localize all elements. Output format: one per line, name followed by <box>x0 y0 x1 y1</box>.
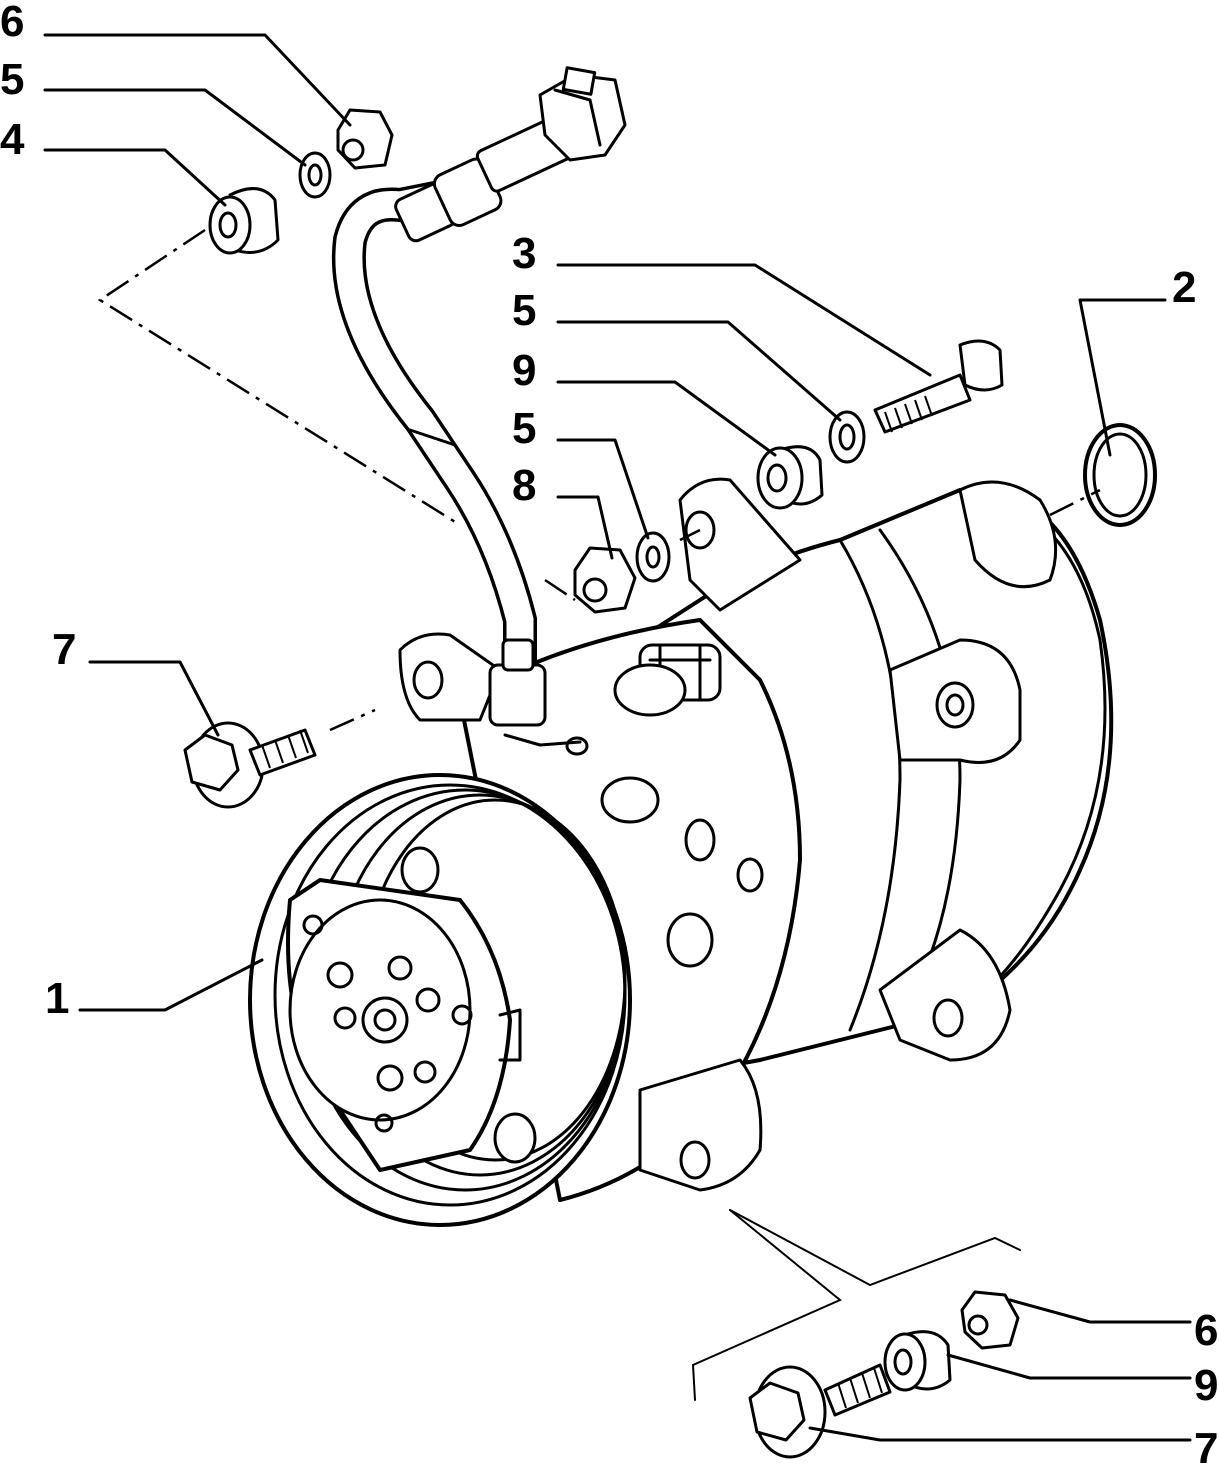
part-washer-5-top <box>298 151 332 199</box>
compressor-body <box>398 477 1114 1202</box>
pulley-clutch <box>248 773 632 1227</box>
callout-5-mid: 5 <box>512 286 536 335</box>
callout-1: 1 <box>45 974 69 1023</box>
part-oring-2 <box>1083 423 1157 527</box>
hose-assembly <box>331 66 627 756</box>
callout-4: 4 <box>0 115 25 164</box>
assembly-lines <box>97 228 1101 1401</box>
part-bolt-7-left <box>183 721 317 809</box>
part-spacer-9-mid <box>756 445 824 510</box>
part-nut-6-bottom <box>960 1290 1020 1350</box>
callout-7-left: 7 <box>52 625 76 674</box>
part-nut-6-top <box>336 108 394 170</box>
part-spacer-9-bottom <box>883 1330 952 1392</box>
callout-6-bottom: 6 <box>1194 1306 1218 1355</box>
callout-5-top: 5 <box>0 55 24 104</box>
part-spacer-4 <box>208 187 280 255</box>
callout-9-bottom: 9 <box>1194 1361 1218 1410</box>
part-bolt-7-bottom <box>748 1363 892 1459</box>
part-washer-5-mid <box>828 410 866 464</box>
part-bolt-3 <box>873 339 1004 434</box>
callout-2: 2 <box>1172 263 1196 312</box>
callout-3: 3 <box>512 229 536 278</box>
leader-lines <box>43 33 1192 1442</box>
callout-6-top: 6 <box>0 0 24 46</box>
part-nut-8 <box>573 546 637 614</box>
callout-7-bottom: 7 <box>1194 1424 1218 1468</box>
callout-9-mid: 9 <box>512 346 536 395</box>
callout-8: 8 <box>512 461 536 510</box>
callout-5-low: 5 <box>512 404 536 453</box>
part-washer-5-low <box>635 531 671 583</box>
